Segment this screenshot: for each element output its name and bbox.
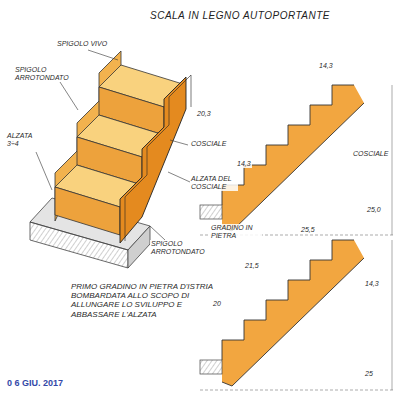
- dimension: 20: [212, 300, 222, 308]
- dimension: 25: [364, 370, 374, 378]
- stair-perspective: [30, 51, 191, 268]
- annotation: COSCIALE: [190, 140, 227, 148]
- date-stamp: 0 6 GIU. 2017: [6, 378, 64, 388]
- stair-section: [200, 85, 395, 235]
- dimension: 14,3: [318, 62, 334, 70]
- dimension: 25,0: [366, 206, 382, 214]
- annotation: ALZATA 3÷4: [6, 132, 38, 148]
- annotation: COSCIALE: [352, 150, 389, 158]
- annotation: SPIGOLO ARROTONDATO: [14, 66, 62, 82]
- annotation: SPIGOLO VIVO: [56, 40, 108, 48]
- annotation: GRADINO IN PIETRA: [210, 224, 262, 240]
- annotation: PRIMO GRADINO IN PIETRA D'ISTRIA BOMBARD…: [70, 282, 232, 319]
- annotation: ALZATA DEL COSCIALE: [190, 175, 238, 191]
- dimension: 25,5: [300, 226, 316, 234]
- dimension: 14,3: [364, 280, 380, 288]
- dimension: 14,3: [236, 160, 252, 168]
- drawing-title: SCALA IN LEGNO AUTOPORTANTE: [150, 10, 330, 21]
- dimension: 20,3: [196, 110, 212, 118]
- dimension: 21,5: [244, 262, 260, 270]
- annotation: SPIGOLO ARROTONDATO: [150, 240, 210, 256]
